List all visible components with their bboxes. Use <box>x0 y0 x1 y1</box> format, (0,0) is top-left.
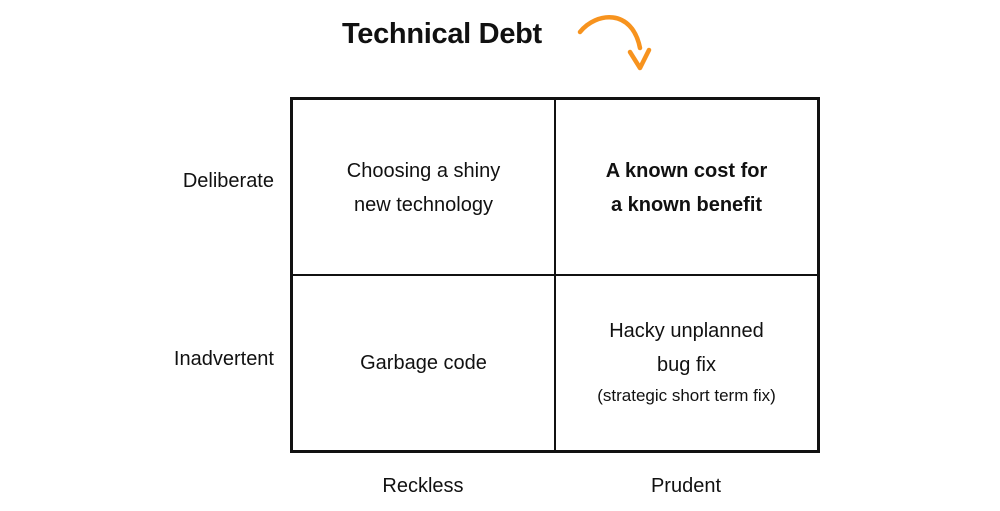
page-title: Technical Debt <box>342 18 542 50</box>
quadrant-text-line: Hacky unplanned <box>609 320 764 342</box>
column-label-reckless: Reckless <box>382 475 464 497</box>
quadrant-text-line: a known benefit <box>610 194 763 216</box>
curved-arrow-down-icon <box>577 15 652 71</box>
row-label-deliberate: Deliberate <box>182 170 274 192</box>
column-label-prudent: Prudent <box>650 475 722 497</box>
quadrant-note: (strategic short term fix) <box>597 386 776 405</box>
quadrant-text-line: bug fix <box>657 354 716 376</box>
quadrant-deliberate-reckless: Choosing a shiny new technology <box>293 100 555 275</box>
quadrant-text-line: Choosing a shiny <box>346 160 501 182</box>
quadrant-text-line: new technology <box>354 194 493 216</box>
quadrant-inadvertent-reckless: Garbage code <box>293 275 555 450</box>
quadrant-text-line: A known cost for <box>605 160 768 182</box>
quadrant-inadvertent-prudent: Hacky unplanned bug fix (strategic short… <box>555 275 817 450</box>
quadrant-text-line: Garbage code <box>360 352 487 374</box>
quadrant-deliberate-prudent: A known cost for a known benefit <box>555 100 817 275</box>
row-label-inadvertent: Inadvertent <box>173 348 274 370</box>
quadrant-grid: Choosing a shiny new technology A known … <box>290 97 820 453</box>
